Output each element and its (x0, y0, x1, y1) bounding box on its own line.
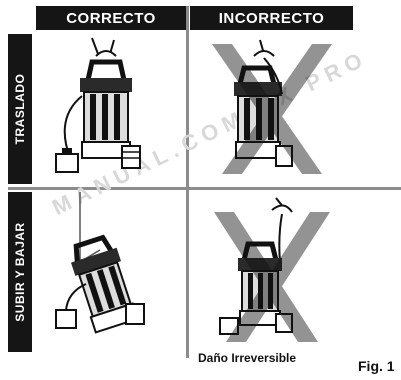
illustration-correct-raise-lower (40, 192, 180, 352)
header-incorrect: INCORRECTO (190, 6, 353, 30)
row-label-raise-lower: SUBIR Y BAJAR (8, 192, 32, 352)
figure-label: Fig. 1 (358, 358, 395, 374)
row-label-transfer: TRASLADO (8, 34, 32, 184)
header-correct: CORRECTO (36, 6, 186, 30)
damage-label: Daño Irreversible (198, 351, 297, 365)
row-label-raise-lower-text: SUBIR Y BAJAR (13, 222, 27, 322)
grid-divider-horizontal (8, 187, 401, 190)
illustration-incorrect-raise-lower (192, 192, 352, 352)
grid-divider-vertical (186, 6, 189, 358)
illustration-incorrect-transfer (192, 34, 352, 184)
illustration-correct-transfer (40, 34, 180, 184)
row-label-transfer-text: TRASLADO (13, 73, 27, 145)
